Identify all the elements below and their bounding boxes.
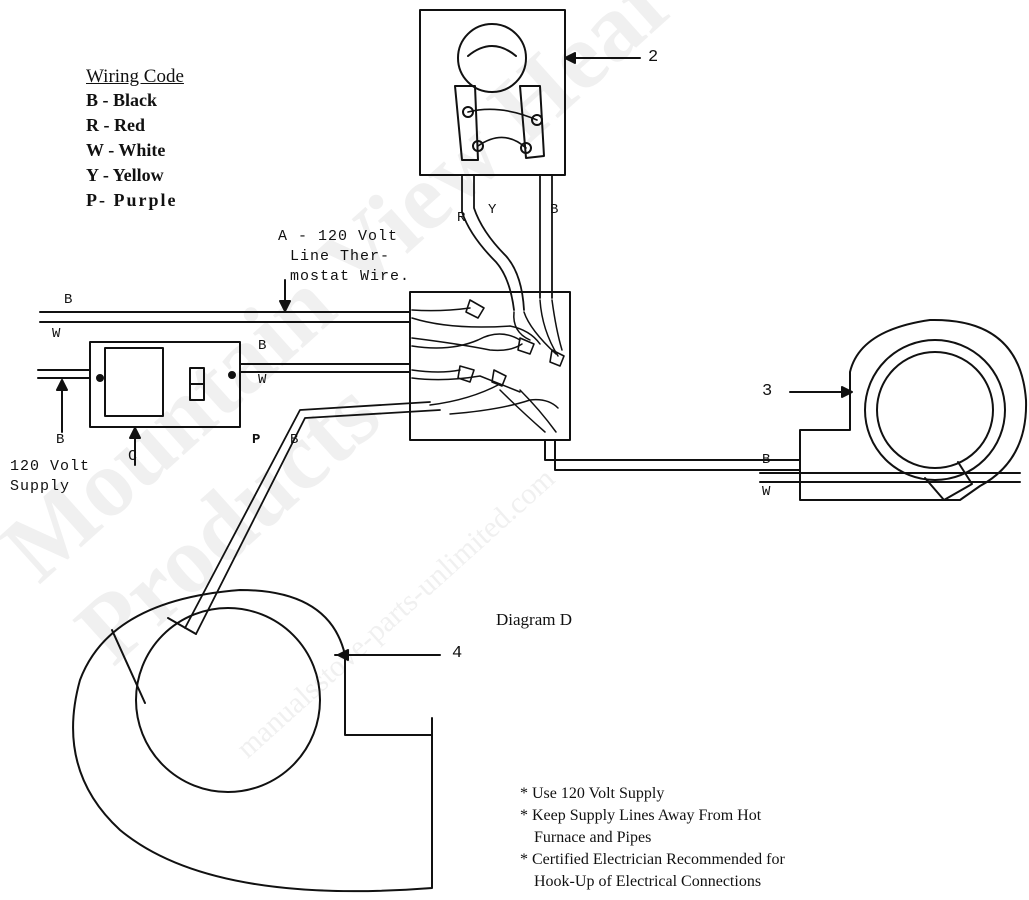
installation-notes: * Use 120 Volt Supply * Keep Supply Line… xyxy=(520,783,785,893)
note-line: * Use 120 Volt Supply xyxy=(520,785,665,802)
thermostat-dial xyxy=(457,23,527,93)
note-line: * Certified Electrician Recommended for xyxy=(520,851,785,868)
thermostat-terminal-left xyxy=(454,85,479,161)
thermostat-terminal-right xyxy=(519,85,545,159)
legend-title: Wiring Code xyxy=(86,66,184,87)
wire-label-line-white: W xyxy=(52,326,61,342)
callout-thermostat: 2 xyxy=(648,48,659,67)
thermostat-wire-label-3: mostat Wire. xyxy=(290,268,411,285)
wire-nuts xyxy=(457,299,565,387)
diagram-title: Diagram D xyxy=(496,610,573,629)
blower-wires xyxy=(184,401,441,635)
switch-box xyxy=(37,341,411,466)
note-line: Hook-Up of Electrical Connections xyxy=(534,873,762,890)
motor-wires xyxy=(544,439,1021,483)
wire-label-switch-white: W xyxy=(258,372,267,388)
wire-label-supply-black: B xyxy=(56,432,65,448)
wire-label-line-black: B xyxy=(64,292,73,308)
supply-label-2: Supply xyxy=(10,478,71,495)
thermostat-wires xyxy=(461,174,553,311)
note-line: Furnace and Pipes xyxy=(534,829,652,846)
thermostat-dial-arc xyxy=(467,45,517,57)
legend-item-purple: P- Purple xyxy=(86,190,178,210)
wire-label-motor-white: W xyxy=(762,484,771,500)
wire-label-motor-black: B xyxy=(762,452,771,468)
wire-label-blower-purple: P xyxy=(252,432,261,448)
callout-motor: 3 xyxy=(762,382,773,401)
wire-label-thermostat-black: B xyxy=(550,202,559,218)
junction-box xyxy=(409,291,571,441)
thermostat-wire-label-2: Line Ther- xyxy=(290,248,391,265)
blower-motor xyxy=(135,607,321,793)
combustion-motor xyxy=(789,318,1028,501)
thermostat-wire-label-1: A - 120 Volt xyxy=(278,228,399,245)
legend-item-yellow: Y - Yellow xyxy=(86,165,164,185)
legend-item-white: W - White xyxy=(86,140,166,160)
wire-label-thermostat-yellow: Y xyxy=(488,202,497,218)
note-line: * Keep Supply Lines Away From Hot xyxy=(520,807,762,824)
wire-label-thermostat-red: R xyxy=(457,210,466,226)
thermostat xyxy=(419,9,641,176)
thermostat-housing xyxy=(419,9,566,176)
wire-label-switch-black: B xyxy=(258,338,267,354)
supply-label-1: 120 Volt xyxy=(10,458,91,475)
legend-item-red: R - Red xyxy=(86,115,145,135)
legend-item-black: B - Black xyxy=(86,90,158,110)
line-wires xyxy=(39,279,411,323)
wire-label-blower-black: B xyxy=(290,432,299,448)
junction-internal-wires xyxy=(411,299,563,433)
callout-blower: 4 xyxy=(452,644,463,663)
switch-marker-label: C xyxy=(128,448,139,465)
blower xyxy=(72,589,441,893)
